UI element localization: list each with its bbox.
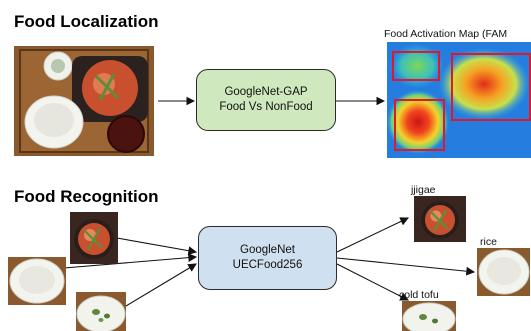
output-label-rice: rice — [480, 236, 497, 248]
arrow-to-cold-tofu — [336, 263, 409, 301]
localization-title: Food Localization — [14, 12, 159, 31]
input-rice-photo — [8, 257, 66, 305]
fam-title: Food Activation Map (FAM — [384, 28, 508, 40]
output-rice-photo — [477, 248, 530, 296]
fam-bbox-stew — [451, 53, 531, 121]
recognition-title: Food Recognition — [14, 187, 159, 206]
fam-bbox-rice — [394, 99, 445, 151]
arrow-to-rice — [336, 257, 476, 276]
output-label-cold-tofu: cold tofu — [399, 289, 439, 301]
gap-model-name: GoogleNet-GAP — [224, 86, 308, 98]
meal-tray-photo — [14, 46, 154, 156]
arrow-tofu-in — [125, 263, 197, 307]
gap-task-name: Food Vs NonFood — [219, 101, 313, 113]
input-cold-tofu-photo — [76, 292, 126, 331]
output-jjigae-photo — [414, 196, 466, 242]
googlenet-gap-box: GoogleNet-GAP Food Vs NonFood — [196, 69, 336, 131]
input-jjigae-photo — [70, 212, 118, 264]
googlenet-recognition-box: GoogleNet UECFood256 — [198, 226, 337, 290]
output-cold-tofu-photo — [402, 301, 456, 331]
food-activation-map — [387, 42, 531, 158]
arrow-jjigae-in — [116, 237, 198, 255]
arrow-to-jjigae — [336, 217, 409, 253]
fam-bbox-side-dish — [392, 51, 440, 81]
output-label-jjigae: jjigae — [411, 184, 436, 196]
recognition-dataset-name: UECFood256 — [232, 259, 303, 271]
recognition-model-name: GoogleNet — [240, 244, 295, 256]
arrow-rice-in — [63, 253, 198, 269]
